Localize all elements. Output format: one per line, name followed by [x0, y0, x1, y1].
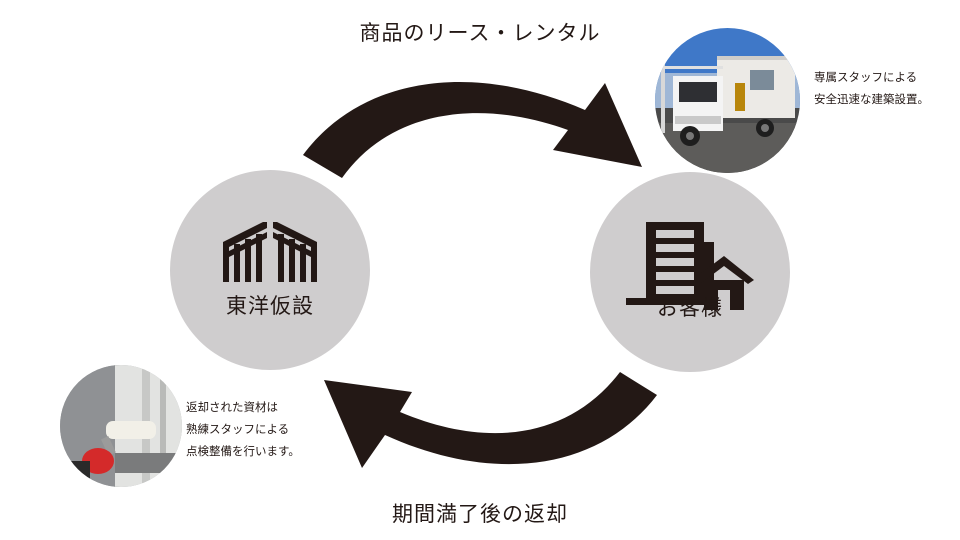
caption-delivery-line: 専属スタッフによる — [814, 70, 918, 84]
truck-photo — [655, 28, 800, 173]
building-house-icon — [626, 222, 754, 310]
caption-maintenance-line: 点検整備を行います。 — [186, 444, 300, 458]
caption-maintenance-line: 返却された資材は — [186, 400, 278, 414]
label-return: 期間満了後の返却 — [392, 502, 568, 526]
label-lease: 商品のリース・レンタル — [359, 21, 601, 45]
caption-delivery: 専属スタッフによる 安全迅速な建築設置。 — [814, 66, 929, 110]
node-company: 東洋仮設 — [170, 170, 370, 370]
caption-maintenance-line: 熟練スタッフによる — [186, 422, 290, 436]
node-customer: お客様 — [590, 172, 790, 372]
caption-delivery-line: 安全迅速な建築設置。 — [814, 92, 929, 106]
maintenance-photo — [60, 365, 182, 487]
building-logo-icon — [223, 222, 317, 282]
node-company-label: 東洋仮設 — [226, 294, 314, 318]
node-customer-label: お客様 — [657, 296, 723, 320]
caption-maintenance: 返却された資材は 熟練スタッフによる 点検整備を行います。 — [186, 396, 300, 462]
